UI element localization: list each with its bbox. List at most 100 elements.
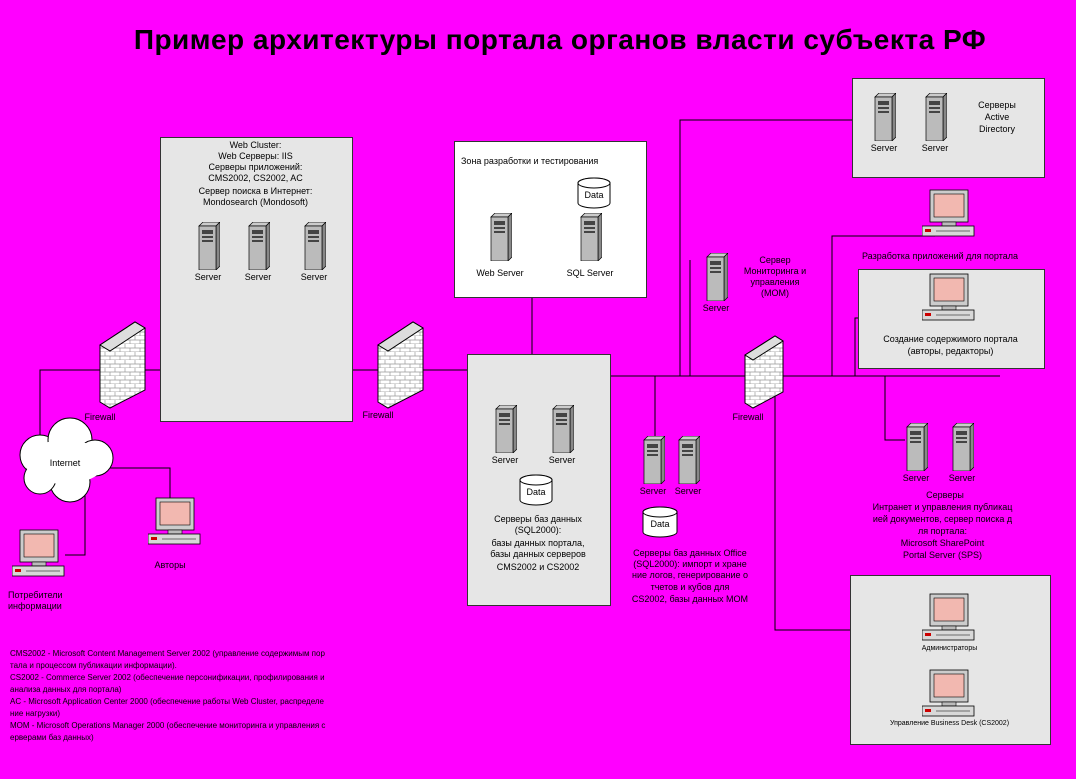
db-line-1: Серверы баз данных — [494, 514, 582, 524]
olap-server-2-label: Server — [674, 486, 702, 496]
consumers-line-1: Потребители — [8, 590, 63, 600]
internet-cloud-icon — [19, 417, 114, 503]
server-icon — [678, 435, 701, 485]
legend-line-7: MOM - Microsoft Operations Manager 2000 … — [10, 721, 326, 730]
firewall-3-label: Firewall — [732, 412, 764, 422]
db-server-2 — [550, 404, 575, 454]
legend-line-3: CS2002 - Commerce Server 2002 (обеспечен… — [10, 673, 325, 682]
web-cluster-server-1-label: Server — [194, 272, 222, 282]
web-cluster-line-5: Сервер поиска в Интернет: — [198, 186, 313, 196]
server-icon — [304, 221, 327, 271]
olap-data-label: Data — [650, 519, 670, 529]
page-title: Пример архитектуры портала органов власт… — [133, 24, 987, 55]
ad-server-2 — [923, 92, 948, 142]
legend-line-5: AC - Microsoft Application Center 2000 (… — [10, 697, 324, 706]
web-cluster-server-3 — [302, 221, 327, 271]
db-line-3: базы данных портала, — [491, 538, 585, 548]
olap-server-2 — [676, 435, 701, 485]
web-cluster-server-2 — [246, 221, 271, 271]
web-cluster-line-4: CMS2002, CS2002, AC — [208, 173, 303, 183]
olap-line-3: ние логов, генерирование о — [631, 570, 749, 580]
olap-server-1-label: Server — [639, 486, 667, 496]
mom-server — [704, 252, 729, 302]
mom-server-label: Server — [702, 303, 730, 313]
web-cluster-box — [160, 137, 353, 422]
db-line-2: (SQL2000): — [514, 525, 562, 535]
sps-line-2: Интранет и управления публикац — [872, 502, 1013, 512]
server-icon — [198, 221, 221, 271]
sps-server-2 — [950, 422, 975, 472]
web-cluster-server-3-label: Server — [300, 272, 328, 282]
firewall-3-icon — [744, 335, 784, 409]
admins-label: Администраторы — [921, 645, 978, 652]
olap-line-1: Серверы баз данных Office — [633, 548, 747, 558]
content-line-2: (авторы, редакторы) — [907, 346, 994, 356]
olap-line-4: тчетов и кубов для — [650, 582, 730, 592]
legend-line-2: тала и процессом публикации информации). — [10, 661, 177, 670]
db-line-5: CMS2002 и CS2002 — [496, 562, 580, 572]
sps-line-3: ией документов, сервер поиска д — [872, 514, 1013, 524]
sps-line-5: Microsoft SharePoint — [900, 538, 985, 548]
ad-line-3: Directory — [978, 124, 1015, 134]
dev-sql-server-label: SQL Server — [566, 268, 614, 278]
legend-line-4: анализа данных для портала) — [10, 685, 122, 694]
dev-data-label: Data — [584, 190, 604, 200]
firewall-2-icon — [377, 321, 424, 409]
dev-pc-icon — [921, 188, 976, 240]
db-data-label: Data — [526, 487, 546, 497]
server-icon — [643, 435, 666, 485]
ad-line-2: Active — [984, 112, 1010, 122]
sps-line-1: Серверы — [926, 490, 964, 500]
mom-line-2: Мониторинга и — [743, 266, 807, 276]
dev-pc-label: Разработка приложений для портала — [861, 251, 1019, 261]
content-pc-icon — [921, 272, 976, 324]
legend-line-8: ерверами баз данных) — [10, 733, 94, 742]
web-cluster-line-3: Серверы приложений: — [208, 162, 303, 172]
sps-server-2-label: Server — [948, 473, 976, 483]
mom-line-1: Сервер — [759, 255, 791, 265]
firewall-1-label: Firewall — [84, 412, 116, 422]
ad-server-1-label: Server — [870, 143, 898, 153]
server-icon — [925, 92, 948, 142]
db-server-1-label: Server — [491, 455, 519, 465]
server-icon — [580, 212, 603, 262]
server-icon — [490, 212, 513, 262]
sps-server-1-label: Server — [902, 473, 930, 483]
web-cluster-server-1 — [196, 221, 221, 271]
legend: CMS2002 - Microsoft Content Management S… — [10, 648, 430, 744]
legend-line-1: CMS2002 - Microsoft Content Management S… — [10, 649, 325, 658]
internet-label: Internet — [49, 458, 81, 468]
web-cluster-line-6: Mondosearch (Mondosoft) — [202, 197, 309, 207]
authors-label: Авторы — [154, 560, 186, 570]
consumers-pc-icon — [11, 528, 66, 580]
dev-zone-label: Зона разработки и тестирования — [461, 156, 599, 166]
authors-pc-icon — [147, 496, 202, 548]
db-line-4: базы данных серверов — [490, 549, 586, 559]
server-icon — [552, 404, 575, 454]
content-line-1: Создание содержимого портала — [883, 334, 1018, 344]
dev-web-server-label: Web Server — [476, 268, 524, 278]
firewall-1-icon — [99, 321, 146, 409]
web-cluster-line-1: Web Cluster: — [229, 140, 282, 150]
dev-zone-box — [454, 141, 647, 298]
server-icon — [248, 221, 271, 271]
business-desk-label: Управление Business Desk (CS2002) — [889, 720, 1010, 727]
legend-line-6: ние нагрузки) — [10, 709, 61, 718]
olap-server-1 — [641, 435, 666, 485]
olap-line-2: (SQL2000): импорт и хране — [633, 559, 747, 569]
ad-server-2-label: Server — [921, 143, 949, 153]
ad-line-1: Серверы — [978, 100, 1016, 110]
olap-line-5: CS2002, базы данных MOM — [631, 594, 749, 604]
admins-pc-icon — [921, 592, 976, 644]
dev-sql-server — [578, 212, 603, 262]
sps-line-4: ля портала: — [917, 526, 968, 536]
web-cluster-server-2-label: Server — [244, 272, 272, 282]
sps-line-6: Portal Server (SPS) — [902, 550, 983, 560]
mom-line-3: управления — [750, 277, 800, 287]
db-server-2-label: Server — [548, 455, 576, 465]
web-cluster-line-2: Web Серверы: IIS — [218, 151, 293, 161]
dev-web-server — [488, 212, 513, 262]
